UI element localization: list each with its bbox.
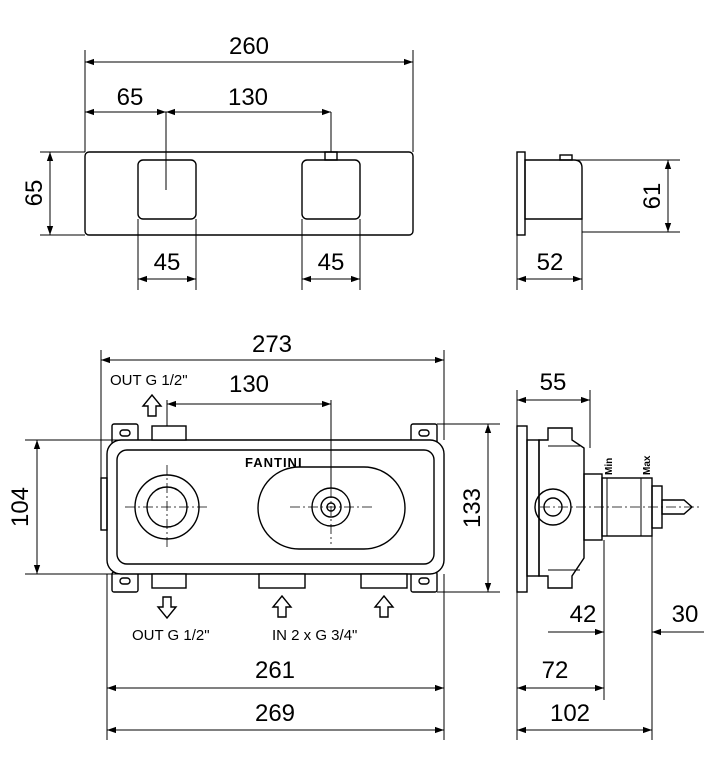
dim-label-52: 52: [537, 249, 564, 276]
right-knob: [301, 159, 361, 220]
label-in: IN 2 x G 3/4": [272, 627, 357, 644]
port-out-top: [151, 425, 187, 441]
brand-label: FANTINI: [245, 455, 303, 470]
port-out-bottom: [151, 573, 187, 589]
front-view: FANTINI OUT G 1/2" 130 273 104 133 OUT G…: [7, 331, 500, 740]
dim-label-133: 133: [459, 488, 486, 528]
dim-label-45-right: 45: [318, 249, 345, 276]
label-max: Max: [642, 455, 653, 475]
label-out-bottom: OUT G 1/2": [132, 627, 210, 644]
top-view: 260 65 130 65 45 45: [21, 33, 414, 290]
box-inner: [116, 449, 435, 565]
dim-label-61: 61: [639, 183, 666, 210]
dim-label-260: 260: [229, 33, 269, 60]
arrow-up-in-2-icon: [373, 594, 395, 618]
bottom-side-view: Min Max 55 42 30 72 102: [516, 369, 704, 740]
valve-spindle: [661, 499, 694, 515]
dim-label-261: 261: [255, 657, 295, 684]
label-out-top: OUT G 1/2": [110, 372, 188, 389]
left-knob: [137, 159, 197, 220]
side-body: [538, 427, 585, 589]
side-knob: [524, 159, 583, 220]
dim-label-72: 72: [542, 657, 569, 684]
dim-label-65-top: 65: [117, 84, 144, 111]
right-knob-lever: [324, 151, 338, 161]
dim-label-269: 269: [255, 700, 295, 727]
dim-label-55: 55: [540, 369, 567, 396]
dim-label-45-left: 45: [154, 249, 181, 276]
dim-label-30: 30: [672, 601, 699, 628]
dim-label-273: 273: [252, 331, 292, 358]
dim-label-130-top: 130: [228, 84, 268, 111]
side-plate: [516, 151, 526, 236]
port-in-2: [360, 573, 408, 589]
top-side-view: 61 52: [516, 151, 680, 290]
dim-label-104: 104: [7, 487, 34, 527]
arrow-down-out-icon: [156, 596, 178, 620]
dim-label-42: 42: [570, 601, 597, 628]
mount-tab-bottom-right: [410, 571, 438, 593]
dim-label-65-height: 65: [21, 180, 48, 207]
arrow-up-out-icon: [141, 393, 163, 417]
label-min: Min: [604, 458, 615, 475]
arrow-up-in-1-icon: [271, 594, 293, 618]
dim-label-130-front: 130: [229, 371, 269, 398]
mount-tab-bottom-left: [111, 571, 139, 593]
dim-label-102: 102: [550, 700, 590, 727]
port-in-1: [258, 573, 306, 589]
side-flange: [516, 425, 528, 593]
faceplate: [84, 151, 414, 236]
